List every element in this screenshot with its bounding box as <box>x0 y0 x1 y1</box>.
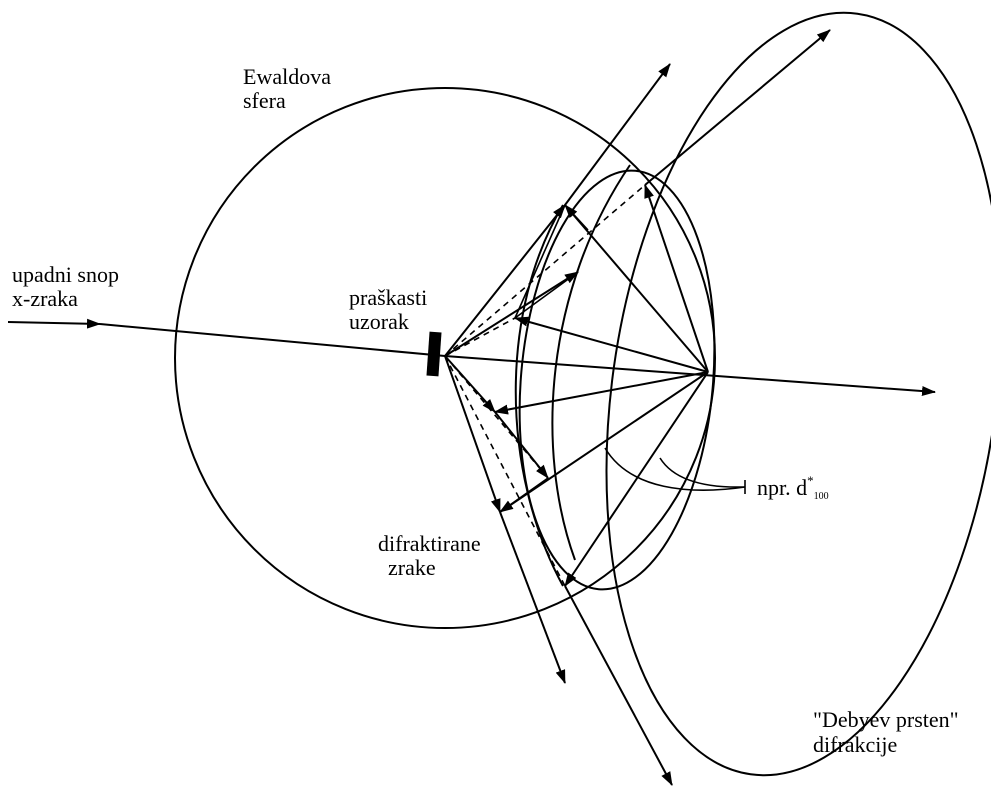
debye-label-2: difrakcije <box>813 732 897 757</box>
connector-e <box>499 477 549 513</box>
powder-sample-block <box>426 331 442 377</box>
diffracted-ray-upper-1-ext <box>564 63 671 206</box>
incident-beam-arrow <box>7 318 101 329</box>
reciprocal-vector-5 <box>499 371 709 513</box>
diffracted-label-1: difraktirane <box>378 531 481 556</box>
reflection-cone-ellipse <box>518 169 716 591</box>
transmitted-beam-arrow <box>444 355 936 397</box>
reciprocal-vector-3 <box>514 316 709 373</box>
diffracted-ray-upper-1 <box>444 204 566 357</box>
debye-label-1: "Debyev prsten" <box>813 707 959 732</box>
diffracted-ray-lower-ext-2 <box>564 585 673 786</box>
ewald-label-1: Ewaldova <box>243 64 331 89</box>
diffracted-ray-upper-short-dashed <box>444 317 516 357</box>
d100-label: npr. d*100 <box>757 473 829 502</box>
diffracted-ray-lower-2 <box>444 355 501 513</box>
diffracted-ray-lower-ext-1 <box>499 511 566 684</box>
callout-line-2 <box>659 457 746 488</box>
intersection-arc-left <box>514 204 564 587</box>
sample-label-1: praškasti <box>349 285 427 310</box>
ewald-label-2: sfera <box>243 88 286 113</box>
debye-ring-ellipse <box>605 11 991 777</box>
callout-line-1 <box>604 447 746 491</box>
diffracted-ray-upper-2 <box>444 271 579 357</box>
connector-c <box>494 411 549 479</box>
diffracted-ray-upper-dashed <box>444 184 646 357</box>
reciprocal-vector-6 <box>564 371 709 587</box>
incident-beam-line <box>99 323 446 357</box>
incident-label-2: x-zraka <box>12 286 78 311</box>
intersection-arc-right <box>551 164 631 561</box>
reciprocal-vector-4 <box>494 371 709 415</box>
connector-d <box>564 204 589 231</box>
incident-label-1: upadni snop <box>12 262 119 287</box>
diffracted-label-2: zrake <box>388 555 436 580</box>
sample-label-2: uzorak <box>349 309 409 334</box>
connector-a <box>514 204 566 319</box>
diffracted-ray-upper-ext <box>644 29 831 186</box>
connector-b <box>514 271 579 319</box>
reciprocal-vector-1 <box>564 204 709 373</box>
reciprocal-vector-2 <box>644 184 709 373</box>
